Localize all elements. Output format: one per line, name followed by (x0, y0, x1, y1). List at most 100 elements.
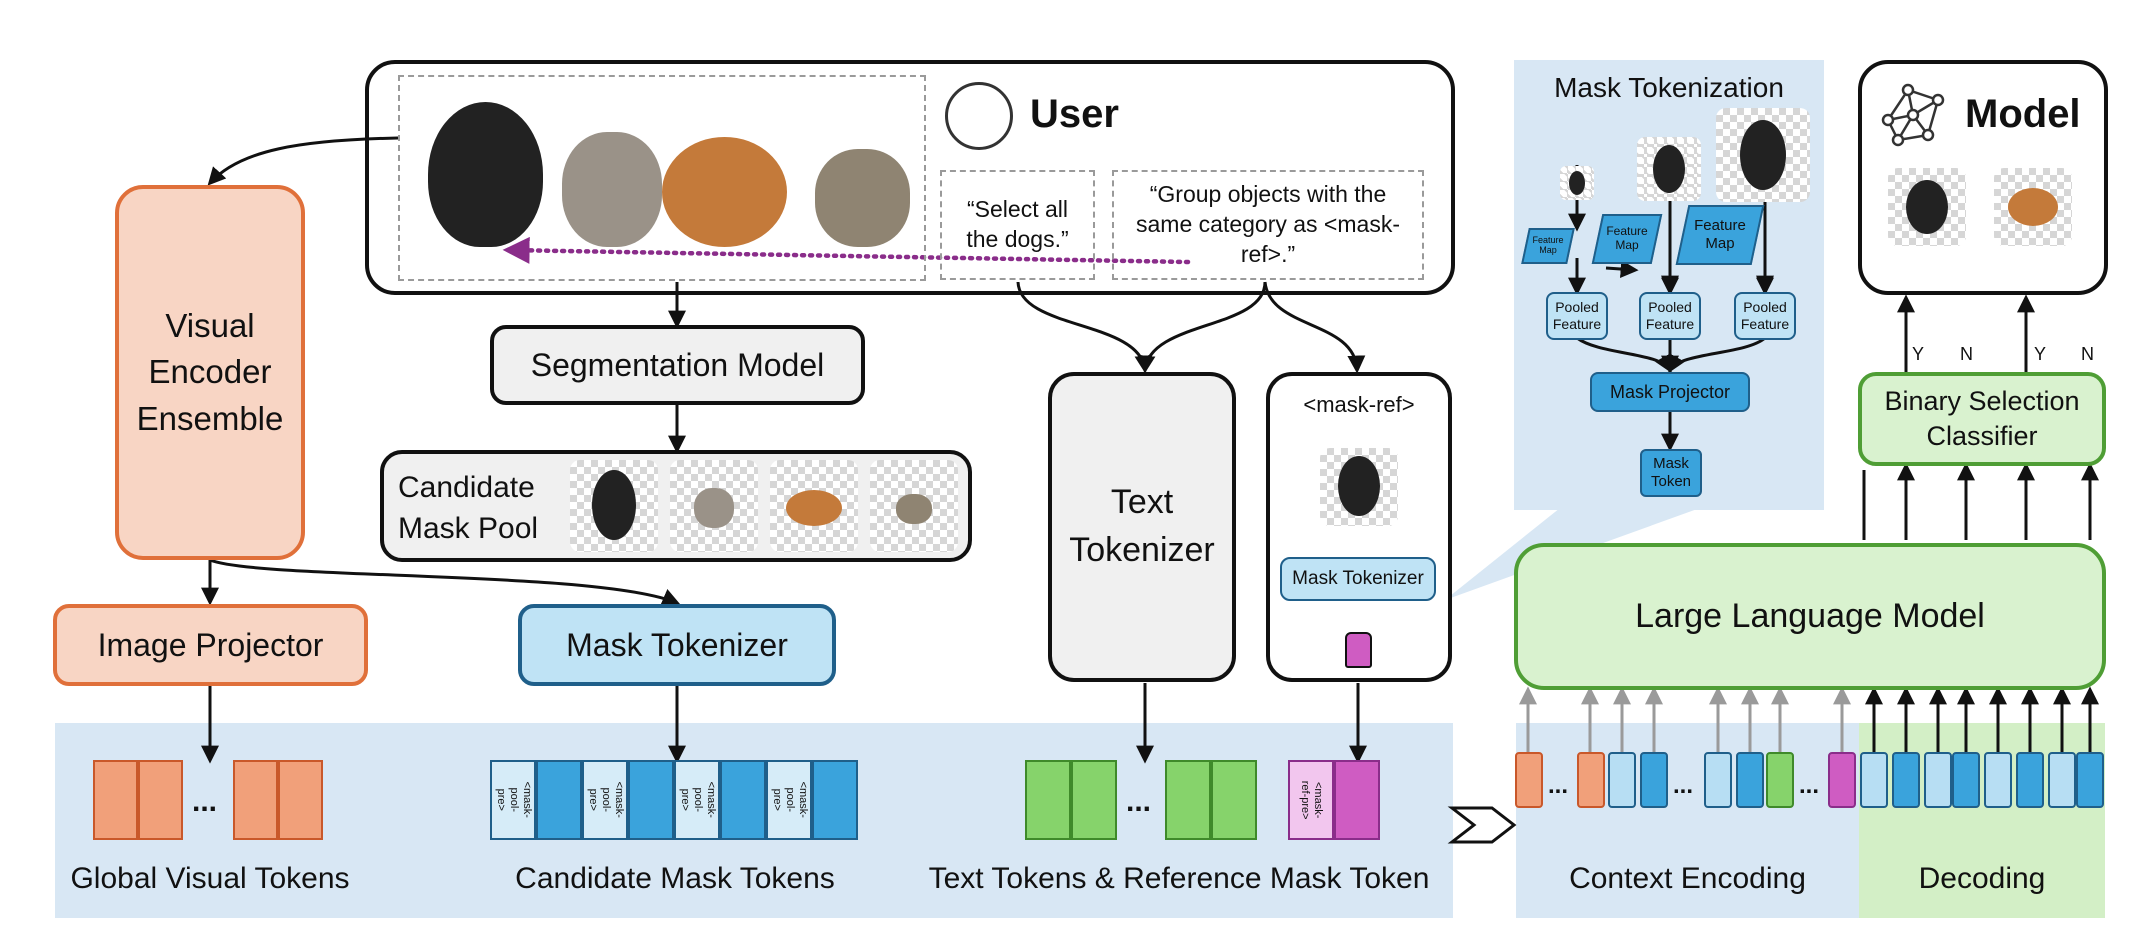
cat-thumb (694, 488, 734, 528)
mask-pool-pre-label: <mask-pool-pre> (770, 781, 809, 819)
seq-decode-pre (1984, 752, 2012, 808)
selected-mask-dog-2 (1994, 168, 2072, 246)
mask-tokenizer-label: Mask Tokenizer (566, 626, 788, 663)
candidate-mask-token (536, 760, 582, 840)
llm-label: Large Language Model (1635, 597, 1985, 635)
query-select-dogs: “Select all the dogs.” (940, 170, 1095, 280)
user-avatar-icon (945, 82, 1013, 150)
seq-decode-pre (1924, 752, 1952, 808)
seq-ellipsis: ... (1673, 772, 1694, 799)
pool-mask-2 (670, 460, 758, 552)
mask-tokenizer-small: Mask Tokenizer (1280, 557, 1436, 601)
mask-projector: Mask Projector (1590, 372, 1750, 412)
candidate-mask-token (720, 760, 766, 840)
pooled-feature-3-label: Pooled Feature (1740, 298, 1790, 333)
seq-decode-pre (2048, 752, 2076, 808)
seq-text-token (1766, 752, 1794, 808)
global-visual-token (278, 760, 323, 840)
seq-mask-pool-pre (1704, 752, 1732, 808)
dog-thumb (1653, 145, 1685, 193)
seq-decode-mask (2076, 752, 2104, 808)
global-visual-tokens-label: Global Visual Tokens (70, 862, 350, 895)
mask-ref-output-token (1345, 632, 1372, 668)
seq-reference-mask-token (1828, 752, 1856, 808)
classifier-output-1: Y (1912, 344, 1925, 364)
feature-map-large: Feature Map (1675, 205, 1765, 265)
mask-pool-pre-label: <mask-pool-pre> (678, 781, 717, 819)
global-visual-ellipsis: ... (192, 785, 218, 818)
pool-mask-4 (870, 460, 958, 552)
mask-pool-pre-token: <mask-pool-pre> (582, 760, 628, 840)
mask-scale-3 (1716, 108, 1810, 202)
seq-decode-pre (1860, 752, 1888, 808)
dog-thumb (1740, 120, 1786, 190)
mask-tokenizer-small-label: Mask Tokenizer (1292, 568, 1424, 589)
text-token (1071, 760, 1117, 840)
seq-visual-token (1577, 752, 1605, 808)
text-tokenizer: Text Tokenizer (1048, 372, 1236, 682)
image-projector-label: Image Projector (97, 626, 324, 663)
feature-map-large-label: Feature Map (1694, 217, 1746, 252)
query-2-text: “Group objects with the same category as… (1136, 181, 1400, 267)
mask-token-output-label: Mask Token (1650, 455, 1692, 490)
text-token-ellipsis: ... (1126, 785, 1152, 818)
dog-thumb (592, 470, 636, 540)
feature-map-small-label: Feature Map (1532, 235, 1564, 255)
mask-token-output: Mask Token (1640, 449, 1702, 497)
classifier-output-2: N (1960, 344, 1973, 364)
seq-visual-token (1515, 752, 1543, 808)
seq-ellipsis: ... (1799, 772, 1820, 799)
text-token (1025, 760, 1071, 840)
candidate-mask-token (812, 760, 858, 840)
segmentation-model: Segmentation Model (490, 325, 865, 405)
large-language-model: Large Language Model (1514, 543, 2106, 690)
user-panel (365, 60, 1455, 295)
pooled-feature-3: Pooled Feature (1734, 292, 1796, 340)
cat-1 (562, 132, 662, 247)
global-visual-token (93, 760, 138, 840)
selected-mask-dog-1 (1888, 168, 1966, 246)
mask-pool-pre-label: <mask-pool-pre> (494, 781, 533, 819)
seq-mask-token (1736, 752, 1764, 808)
mask-ref-pre-label: <mask-ref-pre> (1299, 780, 1325, 820)
model-title: Model (1965, 92, 2081, 136)
dog-1 (428, 102, 543, 247)
decoding-label: Decoding (1918, 862, 2046, 895)
seq-ellipsis: ... (1548, 772, 1569, 799)
classifier-output-4: N (2081, 344, 2094, 364)
pooled-feature-2-label: Pooled Feature (1645, 298, 1695, 333)
text-token (1211, 760, 1257, 840)
mask-pool-pre-token: <mask-pool-pre> (490, 760, 536, 840)
dog-thumb (786, 490, 842, 526)
feature-map-small: Feature Map (1521, 228, 1575, 264)
mask-ref-pre-token: <mask-ref-pre> (1288, 760, 1334, 840)
text-and-ref-tokens-label: Text Tokens & Reference Mask Token (928, 862, 1430, 895)
seq-mask-token (1640, 752, 1668, 808)
mask-ref-label: <mask-ref> (1303, 392, 1415, 417)
network-icon (1881, 83, 1945, 147)
dog-thumb (2008, 188, 2058, 226)
visual-encoder-label: Visual Encoder Ensemble (136, 307, 284, 437)
feature-map-medium: Feature Map (1591, 214, 1663, 264)
input-image-frame (398, 75, 926, 281)
candidate-mask-token (628, 760, 674, 840)
reference-mask-token (1334, 760, 1380, 840)
mask-pool-pre-token: <mask-pool-pre> (674, 760, 720, 840)
dog-2 (662, 137, 787, 247)
feature-map-medium-label: Feature Map (1606, 224, 1648, 252)
candidate-mask-pool-label: Candidate Mask Pool (398, 471, 539, 545)
pooled-feature-2: Pooled Feature (1639, 292, 1701, 340)
mask-projector-label: Mask Projector (1609, 381, 1731, 402)
mask-pool-pre-label: <mask-pool-pre> (586, 781, 625, 819)
text-token (1165, 760, 1211, 840)
dog-thumb (1338, 456, 1380, 516)
global-visual-token (138, 760, 183, 840)
binary-selection-classifier: Binary Selection Classifier (1858, 372, 2106, 466)
user-title: User (1030, 92, 1119, 136)
segmentation-model-label: Segmentation Model (530, 346, 825, 383)
visual-encoder-ensemble: Visual Encoder Ensemble (115, 185, 305, 560)
global-visual-token (233, 760, 278, 840)
mask-ref-branch (1266, 372, 1452, 682)
seq-mask-pool-pre (1608, 752, 1636, 808)
